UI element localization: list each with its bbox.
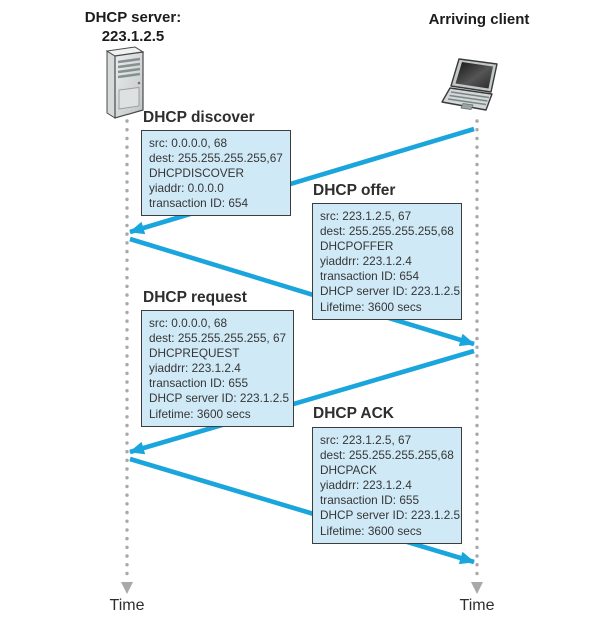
message-box-request: src: 0.0.0.0, 68 dest: 255.255.255.255, … bbox=[141, 310, 294, 427]
field-server-id: DHCP server ID: 223.1.2.5 bbox=[149, 391, 290, 406]
message-title-offer: DHCP offer bbox=[313, 182, 396, 199]
field-src: src: 223.1.2.5, 67 bbox=[320, 433, 412, 447]
field-transaction-id: transaction ID: 655 bbox=[149, 376, 249, 391]
field-type: DHCPACK bbox=[320, 463, 377, 478]
field-lifetime: Lifetime: 3600 secs bbox=[149, 406, 251, 421]
field-dest: dest: 255.255.255.255,67 bbox=[149, 151, 283, 166]
field-dest: dest: 255.255.255.255,68 bbox=[320, 224, 454, 239]
server-timeline-arrowhead-icon bbox=[121, 582, 133, 594]
message-title-ack: DHCP ACK bbox=[313, 405, 394, 422]
message-box-discover: src: 0.0.0.0, 68 dest: 255.255.255.255,6… bbox=[141, 130, 291, 217]
message-box-ack: src: 223.1.2.5, 67 dest: 255.255.255.255… bbox=[312, 427, 462, 544]
field-type: DHCPREQUEST bbox=[149, 346, 240, 361]
arrow-dhcp-request bbox=[129, 348, 475, 455]
message-box-offer: src: 223.1.2.5, 67 dest: 255.255.255.255… bbox=[312, 203, 462, 320]
field-transaction-id: transaction ID: 654 bbox=[320, 269, 420, 284]
field-dest: dest: 255.255.255.255,68 bbox=[320, 448, 454, 463]
field-type: DHCPDISCOVER bbox=[149, 166, 245, 181]
field-transaction-id: transaction ID: 655 bbox=[320, 493, 420, 508]
field-lifetime: Lifetime: 3600 secs bbox=[320, 523, 422, 538]
field-server-id: DHCP server ID: 223.1.2.5 bbox=[320, 284, 461, 299]
client-title: Arriving client bbox=[428, 11, 530, 28]
field-server-id: DHCP server ID: 223.1.2.5 bbox=[320, 508, 461, 523]
field-yiaddr: yiaddrr: 223.1.2.4 bbox=[320, 254, 412, 269]
field-yiaddr: yiaddr: 0.0.0.0 bbox=[149, 181, 224, 196]
time-label-client: Time bbox=[459, 597, 495, 614]
server-address: 223.1.2.5 bbox=[101, 28, 165, 45]
message-title-request: DHCP request bbox=[143, 289, 247, 306]
field-src: src: 223.1.2.5, 67 bbox=[320, 209, 412, 223]
field-yiaddr: yiaddrr: 223.1.2.4 bbox=[149, 361, 241, 376]
field-lifetime: Lifetime: 3600 secs bbox=[320, 299, 422, 314]
client-timeline-arrowhead-icon bbox=[471, 582, 483, 594]
server-icon bbox=[105, 46, 145, 119]
field-src: src: 0.0.0.0, 68 bbox=[149, 316, 228, 330]
arrow-dhcp-offer bbox=[129, 236, 475, 347]
client-header: Arriving client bbox=[414, 10, 544, 29]
laptop-icon bbox=[441, 58, 498, 111]
message-title-discover: DHCP discover bbox=[143, 109, 255, 126]
server-header: DHCP server: 223.1.2.5 bbox=[67, 8, 199, 46]
field-dest: dest: 255.255.255.255, 67 bbox=[149, 331, 287, 346]
arrow-dhcp-ack bbox=[129, 456, 475, 565]
field-type: DHCPOFFER bbox=[320, 239, 394, 254]
field-src: src: 0.0.0.0, 68 bbox=[149, 136, 228, 150]
field-transaction-id: transaction ID: 654 bbox=[149, 196, 249, 211]
field-yiaddr: yiaddrr: 223.1.2.4 bbox=[320, 478, 412, 493]
server-title: DHCP server: bbox=[84, 9, 182, 26]
time-label-server: Time bbox=[109, 597, 145, 614]
